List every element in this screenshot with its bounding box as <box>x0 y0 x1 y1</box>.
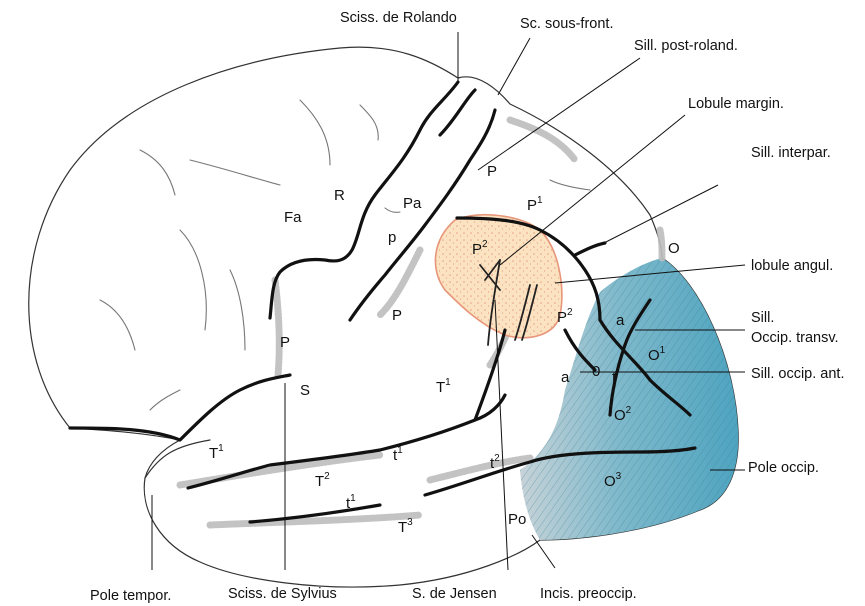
label-sill-post-roland: Sill. post-roland. <box>634 38 738 54</box>
region-p-small: p <box>388 229 396 246</box>
region-p2-angular: P2 <box>557 307 573 326</box>
region-t2-small: t2 <box>490 453 500 472</box>
region-t2: T2 <box>315 471 330 490</box>
region-fa: Fa <box>284 209 302 226</box>
label-sill-interpar: Sill. interpar. <box>751 145 831 161</box>
label-sill-occip-transv-1: Sill. <box>751 310 774 326</box>
region-s: S <box>300 382 310 399</box>
region-zero: 0 <box>592 363 600 380</box>
region-t1-left: T1 <box>209 443 224 462</box>
label-sciss-rolando: Sciss. de Rolando <box>340 10 457 26</box>
region-t1-small: t1 <box>393 445 403 464</box>
label-sc-sous-front: Sc. sous-front. <box>520 16 613 32</box>
region-p-left: P <box>280 334 290 351</box>
region-p-mid: P <box>392 307 402 324</box>
label-sciss-sylvius: Sciss. de Sylvius <box>228 586 337 602</box>
region-a-upper: a <box>616 312 625 329</box>
label-lobule-angul: lobule angul. <box>751 258 833 274</box>
region-r: R <box>334 187 345 204</box>
label-s-jensen: S. de Jensen <box>412 586 497 602</box>
label-o: O <box>668 240 680 257</box>
label-pole-occip: Pole occip. <box>748 460 819 476</box>
label-incis-preoccip: Incis. preoccip. <box>540 586 637 602</box>
region-po: Po <box>508 511 526 528</box>
region-t3: T3 <box>398 517 413 536</box>
region-p-top: P <box>487 163 497 180</box>
label-lobule-margin: Lobule margin. <box>688 96 784 112</box>
label-sill-occip-ant: Sill. occip. ant. <box>751 366 845 382</box>
region-p1: P1 <box>527 195 543 214</box>
region-a-lower: a <box>561 369 570 386</box>
region-t1-mid: T1 <box>436 377 451 396</box>
label-sill-occip-transv-2: Occip. transv. <box>751 330 839 346</box>
label-pole-tempor: Pole tempor. <box>90 588 171 604</box>
region-pa: Pa <box>403 195 422 212</box>
rolandic-sulcus <box>270 82 458 318</box>
